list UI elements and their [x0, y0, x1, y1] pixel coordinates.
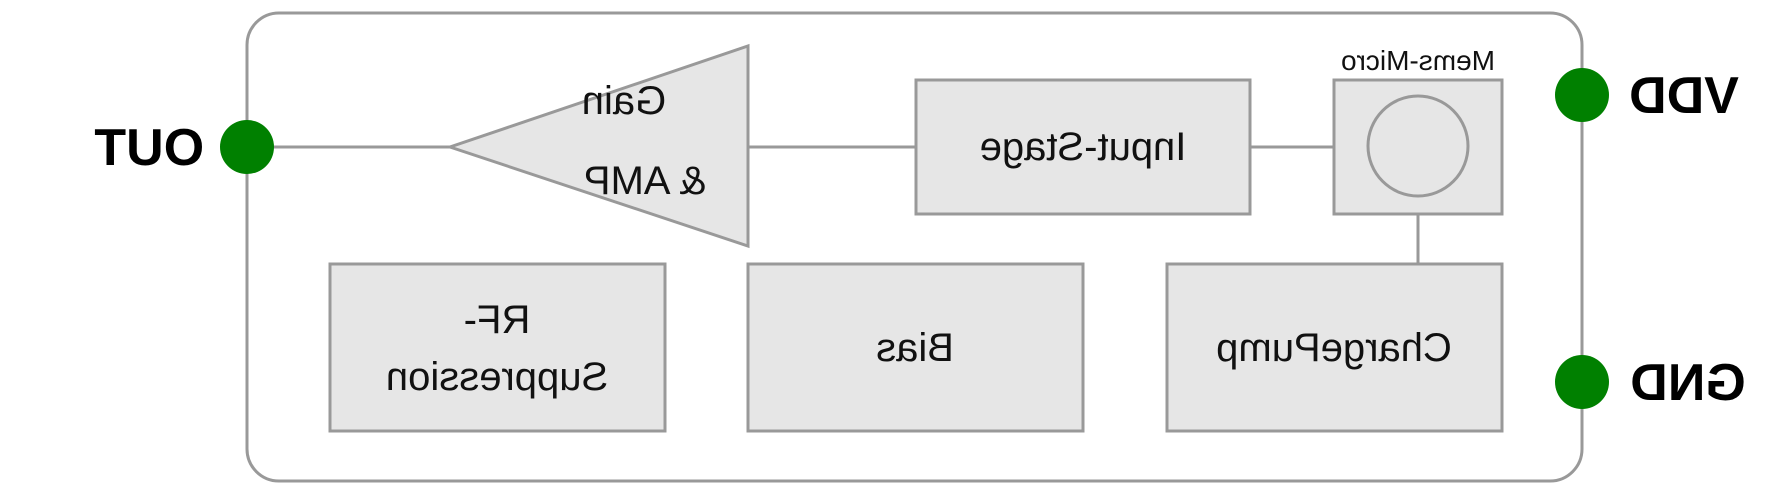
rf-suppression-label-line2: Suppression	[386, 355, 608, 399]
charge-pump-block	[1165, 262, 1504, 433]
input-stage-label: Input-Stage	[980, 125, 1187, 169]
rf-suppression-block	[328, 262, 667, 433]
gain-amp-label-line1: Gain	[582, 79, 667, 123]
out-pin-label: OUT	[94, 119, 204, 177]
gnd-pin-label: GND	[1630, 354, 1746, 412]
bias-label: Bias	[876, 326, 954, 370]
gain-amp-block	[445, 43, 750, 249]
gain-amp-label-line2: & AMP	[584, 159, 706, 203]
mems-micro-block	[1332, 78, 1504, 216]
vdd-pin-label: VDD	[1629, 67, 1739, 125]
mems-micro-label: Mems-Micro	[1341, 45, 1495, 76]
input-stage-block	[914, 78, 1252, 216]
out-pin-dot	[220, 120, 274, 174]
gnd-pin-dot	[1555, 355, 1609, 409]
mems-microphone-icon	[1366, 94, 1470, 198]
bias-block	[746, 262, 1085, 433]
charge-pump-label: ChargePump	[1216, 326, 1452, 370]
rf-suppression-label-line1: RF-	[464, 298, 531, 342]
vdd-pin-dot	[1555, 68, 1609, 122]
